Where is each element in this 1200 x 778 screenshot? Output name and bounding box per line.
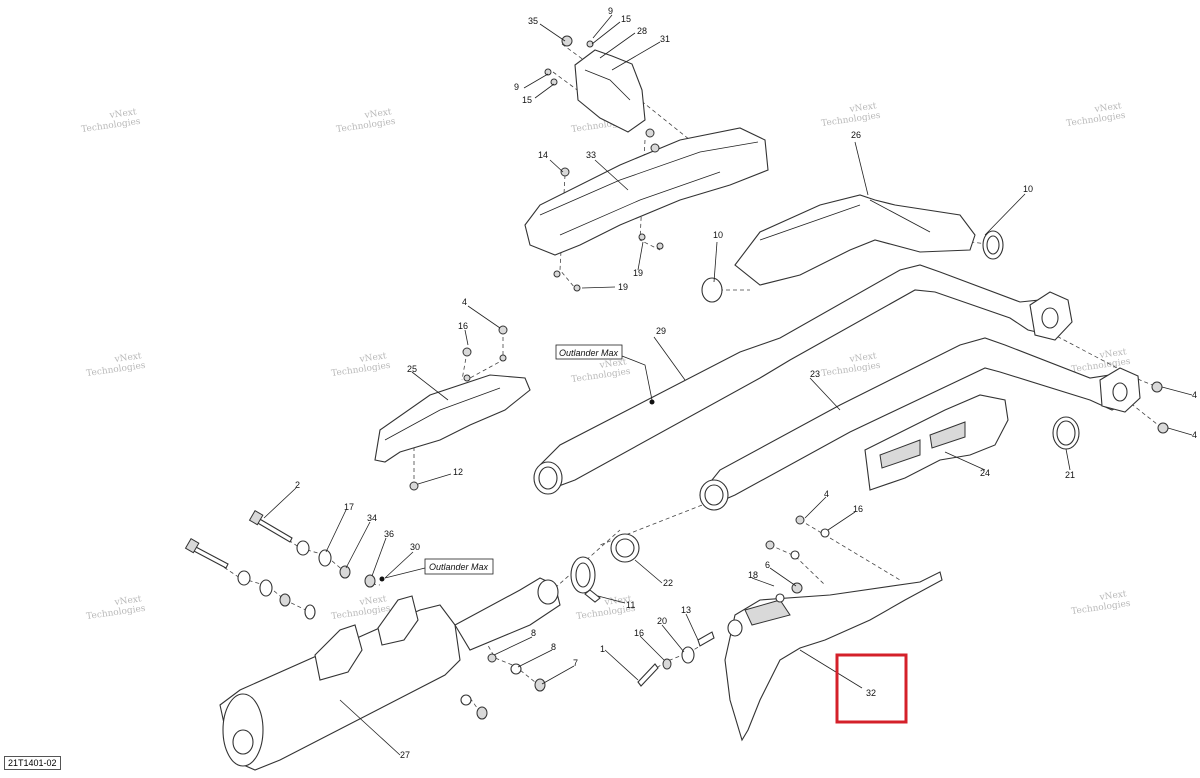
svg-text:vNext: vNext — [598, 357, 627, 371]
callout-8b: 8 — [531, 628, 536, 638]
callout-20: 20 — [657, 616, 667, 626]
callout-28: 28 — [637, 26, 647, 36]
clamp-11 — [570, 556, 601, 603]
callout-22: 22 — [663, 578, 673, 588]
callout-19b: 19 — [618, 282, 628, 292]
model-tag-upper: Outlander Max — [555, 344, 653, 401]
callout-10b: 10 — [713, 230, 723, 240]
pipe-23 — [699, 337, 1141, 511]
callout-34: 34 — [367, 513, 377, 523]
callout-right-b: 4 — [1192, 430, 1197, 440]
callout-1: 1 — [600, 644, 605, 654]
callout-16c: 16 — [634, 628, 644, 638]
nut-icon — [561, 35, 573, 47]
callout-9: 9 — [608, 6, 613, 16]
svg-text:vNext: vNext — [848, 351, 877, 365]
callout-33: 33 — [586, 150, 596, 160]
svg-text:Outlander Max: Outlander Max — [559, 348, 619, 358]
callout-10: 10 — [1023, 184, 1033, 194]
callout-9b: 9 — [514, 82, 519, 92]
muffler-pipe-29 — [533, 264, 1073, 495]
svg-text:vNext: vNext — [363, 107, 392, 121]
callout-15b: 15 — [522, 95, 532, 105]
svg-text:vNext: vNext — [358, 351, 387, 365]
callout-2: 2 — [295, 480, 300, 490]
callout-6: 6 — [765, 560, 770, 570]
callout-23: 23 — [810, 369, 820, 379]
callout-15: 15 — [621, 14, 631, 24]
callout-27: 27 — [400, 750, 410, 760]
hardware-right — [1151, 381, 1169, 434]
callout-24: 24 — [980, 468, 990, 478]
callout-35: 35 — [528, 16, 538, 26]
callout-36: 36 — [384, 529, 394, 539]
heat-shield-24 — [864, 394, 1009, 491]
svg-text:Outlander Max: Outlander Max — [429, 562, 489, 572]
clamp-22 — [610, 533, 640, 563]
callout-16: 16 — [458, 321, 468, 331]
svg-text:vNext: vNext — [113, 351, 142, 365]
svg-text:vNext: vNext — [848, 101, 877, 115]
callout-right-a: 4 — [1192, 390, 1197, 400]
callout-25: 25 — [407, 364, 417, 374]
callout-4: 4 — [462, 297, 467, 307]
svg-text:vNext: vNext — [113, 594, 142, 608]
callout-19: 19 — [633, 268, 643, 278]
heat-shield-25 — [374, 325, 531, 491]
svg-text:vNext: vNext — [1098, 589, 1127, 603]
model-tag-lower: Outlander Max — [384, 558, 494, 579]
muffler-27 — [219, 577, 561, 771]
callout-17: 17 — [344, 502, 354, 512]
callout-18: 18 — [748, 570, 758, 580]
callout-26: 26 — [851, 130, 861, 140]
callout-12: 12 — [453, 467, 463, 477]
callout-31: 31 — [660, 34, 670, 44]
callout-16b: 16 — [853, 504, 863, 514]
svg-text:vNext: vNext — [1093, 101, 1122, 115]
heat-shield-upper — [524, 35, 769, 292]
callout-29: 29 — [656, 326, 666, 336]
svg-text:vNext: vNext — [1098, 347, 1127, 361]
diagram-reference-number: 21T1401-02 — [4, 756, 61, 770]
callout-leaders — [263, 14, 1193, 756]
callout-labels: 35 9 15 28 31 9 15 14 33 19 19 26 10 10 … — [295, 6, 1197, 760]
svg-text:vNext: vNext — [358, 594, 387, 608]
callout-7: 7 — [573, 658, 578, 668]
heat-shield-32 — [637, 515, 943, 742]
callout-14: 14 — [538, 150, 548, 160]
callout-11: 11 — [626, 600, 635, 610]
hardware-left — [184, 509, 385, 620]
callout-8: 8 — [551, 642, 556, 652]
callout-30: 30 — [410, 542, 420, 552]
callout-4b: 4 — [824, 489, 829, 499]
callout-32: 32 — [866, 688, 876, 698]
part-32-highlight — [835, 653, 908, 724]
svg-text:vNext: vNext — [108, 107, 137, 121]
callout-13: 13 — [681, 605, 691, 615]
callout-21: 21 — [1065, 470, 1075, 480]
catalytic-converter-26 — [701, 194, 1004, 303]
